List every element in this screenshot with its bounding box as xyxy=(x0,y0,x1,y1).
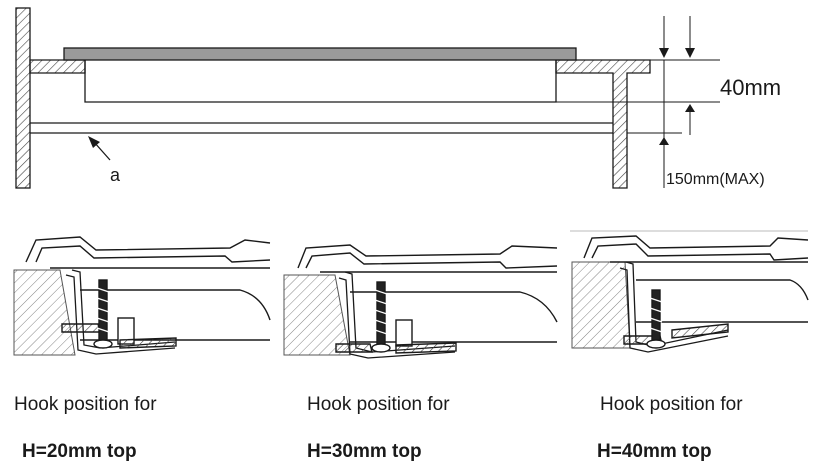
screw-head xyxy=(371,343,391,353)
arrow-a-head xyxy=(88,136,100,148)
hob-body xyxy=(84,60,557,103)
hook-lower xyxy=(671,323,729,339)
panel-1-caption: Hook position for xyxy=(14,394,157,415)
worktop-section xyxy=(571,261,631,349)
hook-detail-panel-1 xyxy=(13,236,271,356)
worktop-section xyxy=(13,269,76,356)
hook-foot xyxy=(61,323,101,333)
right-worktop xyxy=(555,59,651,189)
dimension-lines xyxy=(556,16,720,188)
dim-150mm-label: 150mm(MAX) xyxy=(666,171,765,188)
hook-detail-panel-3 xyxy=(570,230,809,353)
screw-head xyxy=(93,339,113,349)
label-a: a xyxy=(110,165,121,185)
screw-shaft xyxy=(651,289,661,341)
panel-2-height-label: H=30mm top xyxy=(307,441,422,462)
panel-3-caption: Hook position for xyxy=(600,394,743,415)
hob-body-outline xyxy=(610,261,809,323)
worktop-section xyxy=(283,274,351,356)
panel-3-height-label: H=40mm top xyxy=(597,441,712,462)
left-cabinet-wall xyxy=(15,7,31,189)
screw-head xyxy=(646,339,666,349)
hob-glass-edge xyxy=(25,236,271,263)
dim-40mm-label: 40mm xyxy=(720,75,781,100)
left-worktop xyxy=(29,59,86,74)
hook-plate xyxy=(395,319,413,347)
hook-foot xyxy=(335,343,373,353)
panel-2-caption: Hook position for xyxy=(307,394,450,415)
screw-thread xyxy=(374,289,388,335)
screw-thread xyxy=(96,287,110,333)
screw-thread xyxy=(649,297,663,333)
arrow-a-shaft xyxy=(93,141,111,161)
dimension-arrowheads xyxy=(659,48,695,145)
hob-glass xyxy=(63,47,577,61)
hob-glass-edge xyxy=(583,235,809,261)
hook-lower xyxy=(395,342,457,354)
hook-detail-panel-2 xyxy=(283,244,558,359)
hob-glass-edge xyxy=(297,244,558,269)
panel-1-height-label: H=20mm top xyxy=(22,441,137,462)
hook-lower xyxy=(119,337,177,349)
top-cross-section xyxy=(15,7,651,189)
